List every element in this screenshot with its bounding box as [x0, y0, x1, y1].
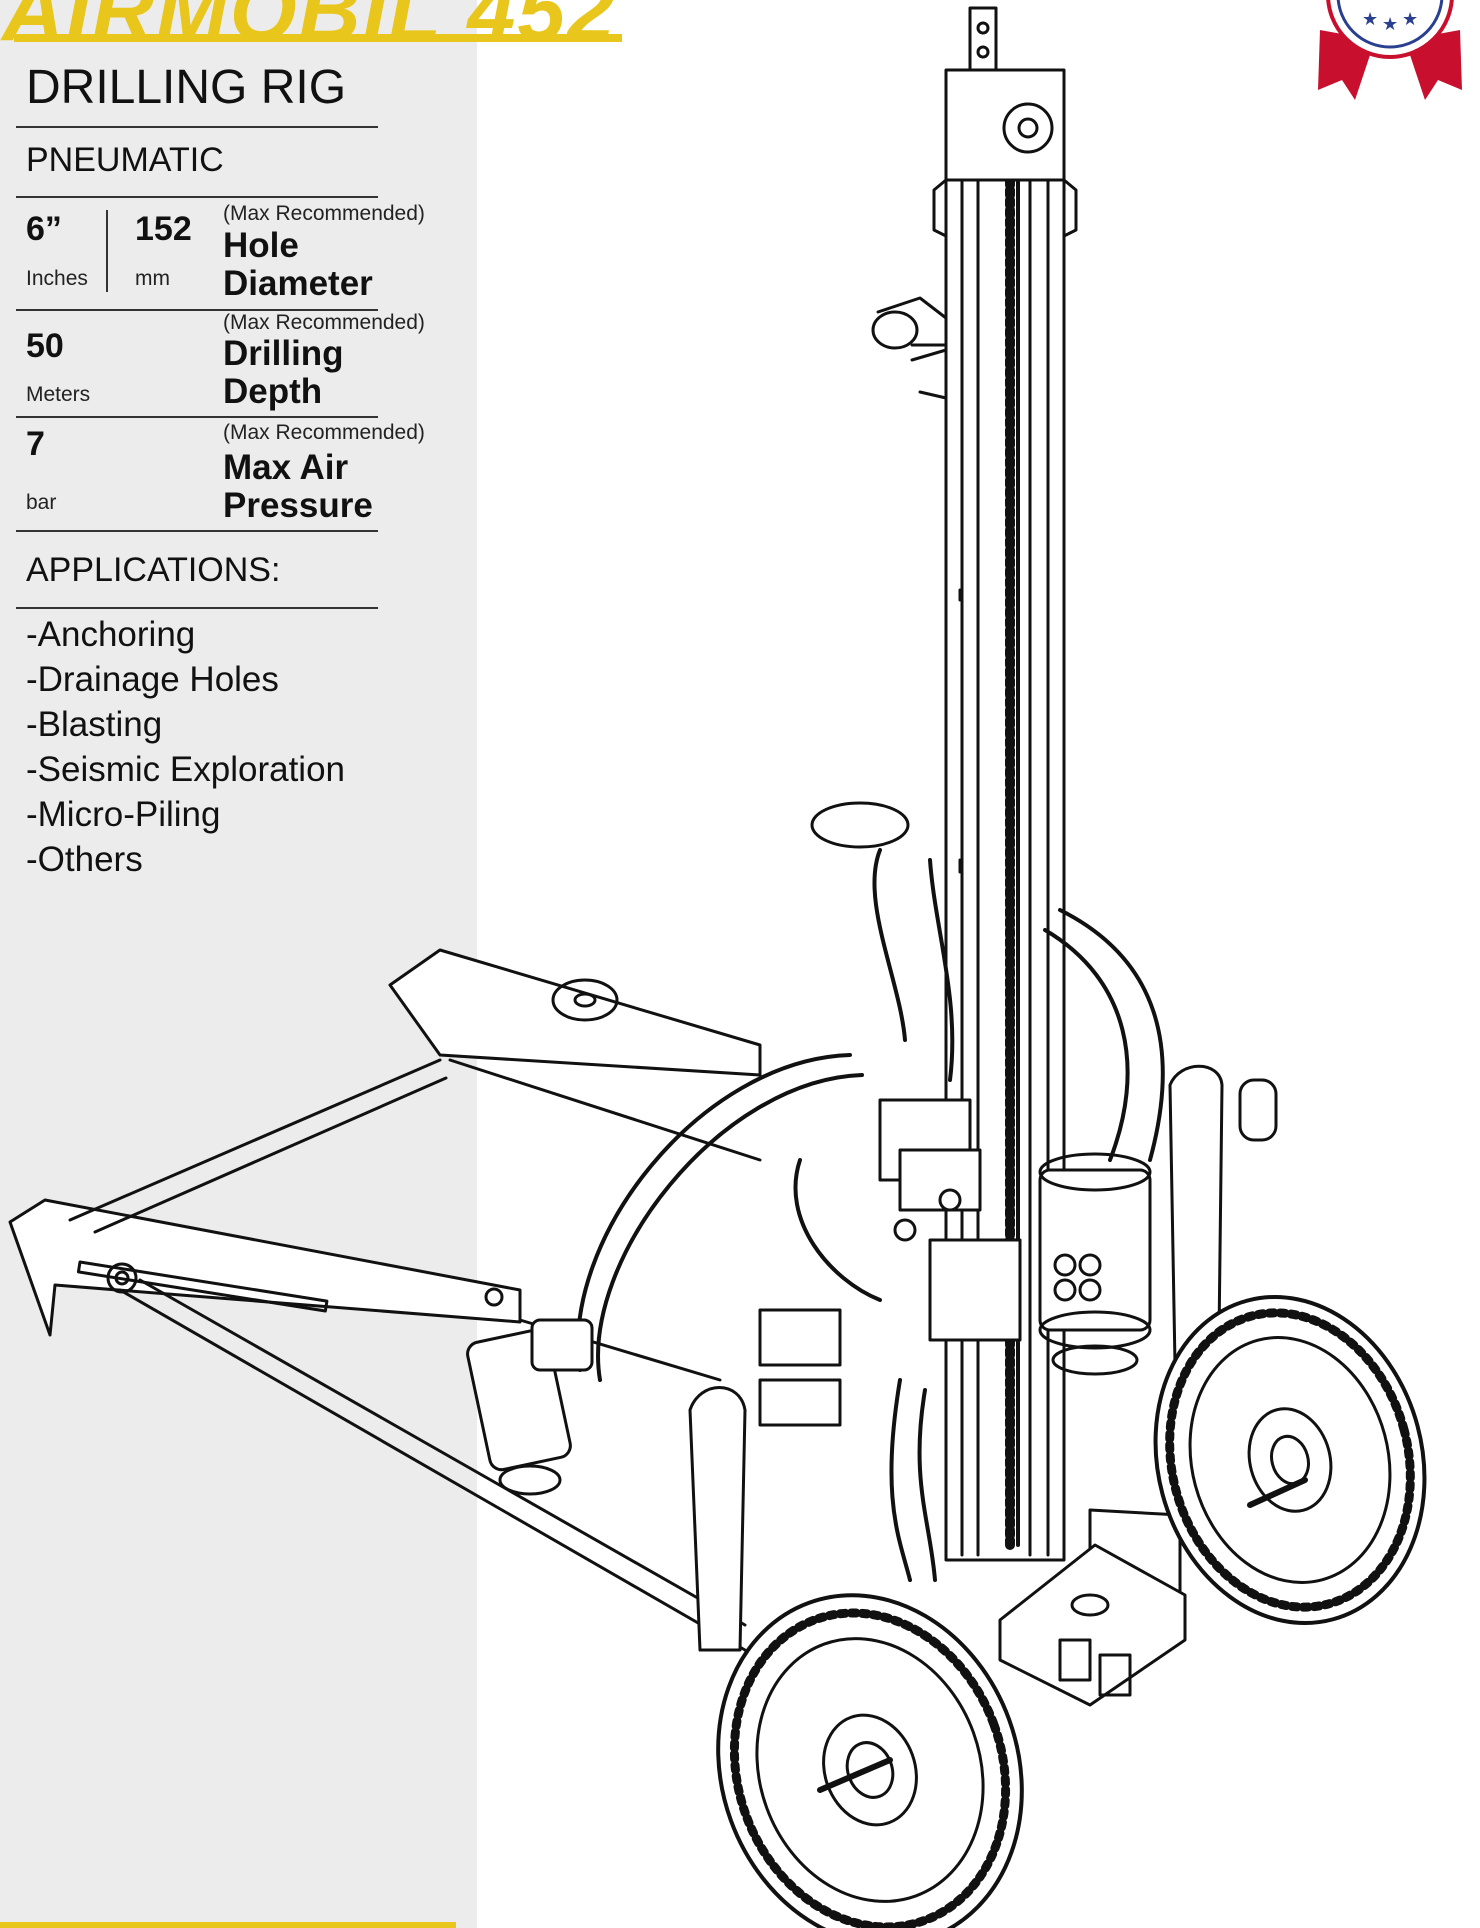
svg-text:★: ★ [1382, 14, 1398, 35]
svg-text:★: ★ [1362, 9, 1378, 30]
air-filter [466, 1287, 594, 1496]
hole-diameter-inches-value: 6” [26, 210, 62, 248]
application-item: -Micro-Piling [26, 795, 221, 834]
svg-text:★: ★ [1402, 9, 1418, 30]
front-wheel [716, 1593, 1024, 1928]
hole-diameter-label-line2: Diameter [223, 264, 373, 303]
accent-bar [0, 1922, 456, 1928]
rotary-head [1038, 1152, 1152, 1376]
drilling-depth-value: 50 [26, 327, 64, 365]
spec-sidebar [0, 0, 477, 1928]
hole-diameter-inches-unit: Inches [26, 267, 88, 290]
application-item: -Blasting [26, 705, 163, 744]
drilling-depth-unit: Meters [26, 383, 91, 406]
rear-wheel [1153, 1295, 1427, 1625]
product-type-heading: DRILLING RIG [26, 61, 347, 114]
application-item: -Drainage Holes [26, 660, 279, 699]
power-type-heading: PNEUMATIC [26, 141, 224, 179]
drilling-depth-note: (Max Recommended) [223, 311, 425, 334]
drilling-depth-label-line2: Depth [223, 372, 323, 411]
application-item: -Others [26, 840, 143, 879]
air-hoses [576, 848, 1165, 1582]
air-pressure-value: 7 [26, 425, 45, 463]
divider [16, 607, 378, 609]
air-pressure-label-line2: Pressure [223, 486, 373, 525]
base-plate [998, 1543, 1187, 1707]
valve-block [878, 1098, 1022, 1342]
divider [16, 126, 378, 128]
brand-title: AIRMOBIL 452 [2, 0, 617, 59]
quality-ribbon-badge-icon: ★ ★ ★ [1318, 0, 1462, 100]
hole-diameter-mm-value: 152 [135, 210, 192, 248]
divider [16, 530, 378, 532]
divider [16, 416, 378, 418]
applications-heading: APPLICATIONS: [26, 551, 281, 589]
air-pressure-note: (Max Recommended) [223, 421, 425, 444]
axle-brackets [688, 1064, 1278, 1652]
air-pressure-label-line1: Max Air [223, 448, 349, 487]
divider [16, 309, 378, 311]
unit-separator [106, 210, 108, 292]
rod-guide [871, 296, 948, 400]
hole-diameter-label-line1: Hole [223, 226, 299, 265]
drilling-depth-label-line1: Drilling [223, 334, 344, 373]
application-item: -Anchoring [26, 615, 196, 654]
brand-underline [14, 34, 622, 42]
application-item: -Seismic Exploration [26, 750, 345, 789]
applications-list: -Anchoring -Drainage Holes -Blasting -Se… [26, 612, 345, 882]
hole-diameter-mm-unit: mm [135, 267, 170, 290]
boom-frame [8, 948, 762, 1652]
hole-diameter-note: (Max Recommended) [223, 202, 425, 225]
divider [16, 196, 378, 198]
air-pressure-unit: bar [26, 491, 57, 514]
